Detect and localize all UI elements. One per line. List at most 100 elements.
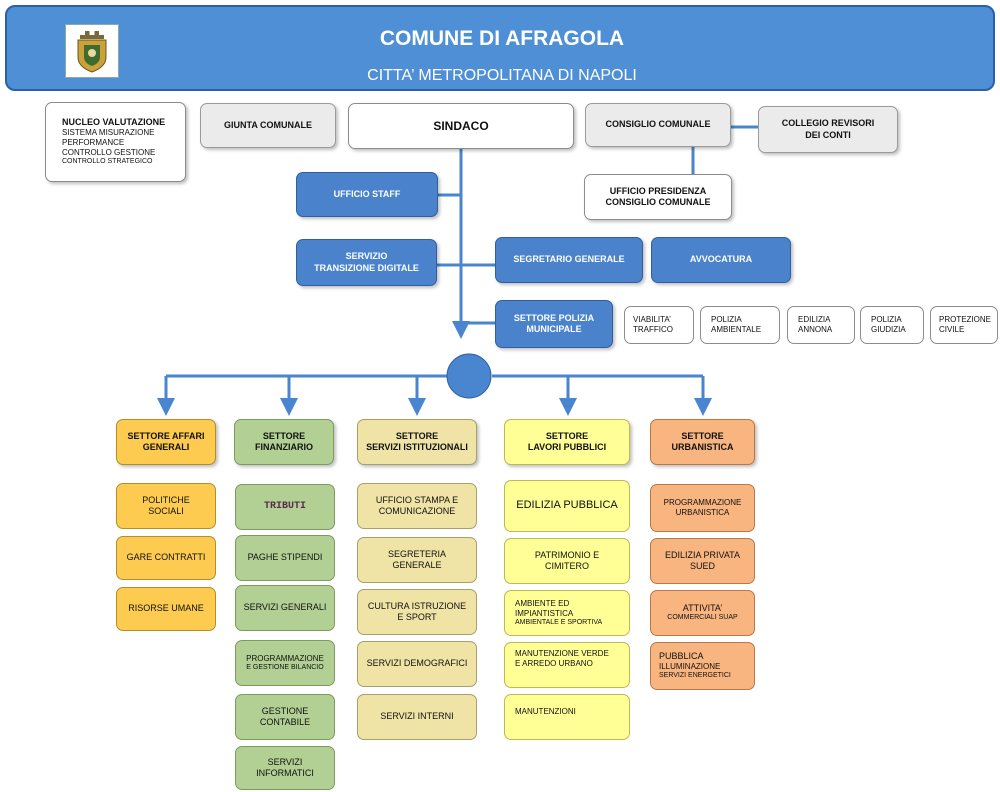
urbanistica-item-programmazione[interactable]: PROGRAMMAZIONE URBANISTICA — [650, 484, 755, 532]
affari-item-gare[interactable]: GARE CONTRATTI — [116, 536, 216, 580]
transizione-line: SERVIZIO — [345, 251, 388, 262]
coat-of-arms-icon — [65, 24, 119, 78]
lavori-item-patrimonio[interactable]: PATRIMONIO E CIMITERO — [504, 538, 630, 584]
collegio-line: DEI CONTI — [805, 129, 851, 140]
item-line: GENERALE — [392, 560, 442, 570]
istituzionali-item-interni[interactable]: SERVIZI INTERNI — [357, 694, 477, 740]
lavori-item-manutenzione-verde[interactable]: MANUTENZIONE VERDE E ARREDO URBANO — [504, 642, 630, 688]
lavori-item-manutenzioni[interactable]: MANUTENZIONI — [504, 694, 630, 740]
consiglio-comunale-box[interactable]: CONSIGLIO COMUNALE — [585, 103, 731, 147]
item-line: URBANISTICA — [675, 508, 730, 517]
item-line: ATTIVITA’ — [682, 603, 723, 613]
istituzionali-item-segreteria[interactable]: SEGRETERIA GENERALE — [357, 537, 477, 583]
item-line: SERVIZI ENERGETICI — [659, 672, 731, 680]
sector-title-line: LAVORI PUBBLICI — [527, 442, 607, 452]
urbanistica-item-edilizia-privata[interactable]: EDILIZIA PRIVATA SUED — [650, 538, 755, 584]
hub-node — [446, 353, 492, 399]
settore-finanziario[interactable]: SETTORE FINANZIARIO — [234, 419, 334, 465]
item-line: SERVIZI INTERNI — [380, 711, 454, 722]
item-line: SERVIZI GENERALI — [243, 602, 327, 613]
affari-item-risorse[interactable]: RISORSE UMANE — [116, 587, 216, 631]
giunta-label: GIUNTA COMUNALE — [224, 119, 312, 130]
header-banner: COMUNE DI AFRAGOLA CITTA’ METROPOLITANA … — [5, 5, 995, 91]
urbanistica-item-illuminazione[interactable]: PUBBLICA ILLUMINAZIONE SERVIZI ENERGETIC… — [650, 642, 755, 690]
avvocatura-label: AVVOCATURA — [689, 254, 753, 265]
finanziario-item-paghe[interactable]: PAGHE STIPENDI — [235, 535, 335, 581]
nucleo-line: PERFORMANCE — [62, 138, 125, 148]
nucleo-valutazione-box[interactable]: NUCLEO VALUTAZIONE SISTEMA MISURAZIONE P… — [45, 102, 186, 182]
consiglio-label: CONSIGLIO COMUNALE — [605, 119, 711, 130]
segretario-generale-box[interactable]: SEGRETARIO GENERALE — [495, 237, 643, 283]
item-line: GESTIONE — [261, 705, 309, 716]
item-line: E ARREDO URBANO — [515, 659, 593, 668]
finanziario-item-servizi-informatici[interactable]: SERVIZI INFORMATICI — [235, 746, 335, 790]
settore-polizia-box[interactable]: SETTORE POLIZIA MUNICIPALE — [495, 300, 613, 348]
page-title: COMUNE DI AFRAGOLA — [379, 27, 625, 50]
polizia-line: SETTORE POLIZIA — [513, 312, 595, 323]
settore-urbanistica[interactable]: SETTORE URBANISTICA — [650, 419, 755, 465]
lavori-item-ambiente[interactable]: AMBIENTE ED IMPIANTISTICA AMBIENTALE E S… — [504, 590, 630, 636]
polizia-unit-protezione[interactable]: PROTEZIONE CIVILE — [930, 306, 998, 344]
transizione-digitale-box[interactable]: SERVIZIO TRANSIZIONE DIGITALE — [296, 239, 437, 286]
sector-title-line: URBANISTICA — [671, 442, 734, 452]
unit-line: POLIZIA — [871, 315, 902, 324]
unit-line: POLIZIA — [711, 315, 742, 324]
sector-title-line: GENERALI — [142, 442, 190, 452]
unit-line: CIVILE — [939, 325, 965, 334]
urbanistica-item-attivita[interactable]: ATTIVITA’ COMMERCIALI SUAP — [650, 590, 755, 636]
collegio-revisori-box[interactable]: COLLEGIO REVISORI DEI CONTI — [758, 106, 898, 153]
page-subtitle: CITTA’ METROPOLITANA DI NAPOLI — [367, 67, 637, 84]
unit-line: GIUDIZIA — [871, 325, 906, 334]
finanziario-item-servizi-generali[interactable]: SERVIZI GENERALI — [235, 585, 335, 631]
ufficio-presidenza-box[interactable]: UFFICIO PRESIDENZA CONSIGLIO COMUNALE — [584, 174, 732, 220]
sindaco-box[interactable]: SINDACO — [348, 103, 574, 149]
sector-title-line: SETTORE — [681, 430, 724, 441]
settore-affari-generali[interactable]: SETTORE AFFARI GENERALI — [116, 419, 216, 465]
sector-title-line: SERVIZI ISTITUZIONALI — [366, 442, 468, 452]
nucleo-line: CONTROLLO STRATEGICO — [62, 158, 153, 166]
sindaco-label: SINDACO — [433, 118, 489, 133]
polizia-line: MUNICIPALE — [526, 324, 582, 334]
nucleo-line: CONTROLLO GESTIONE — [62, 148, 156, 158]
sector-title-line: SETTORE AFFARI — [127, 430, 205, 441]
istituzionali-item-stampa[interactable]: UFFICIO STAMPA E COMUNICAZIONE — [357, 483, 477, 529]
item-line: IMPIANTISTICA — [515, 608, 574, 618]
finanziario-item-programmazione[interactable]: PROGRAMMAZIONE E GESTIONE BILANCIO — [235, 640, 335, 686]
nucleo-line: SISTEMA MISURAZIONE — [62, 128, 155, 138]
lavori-item-edilizia-pubblica[interactable]: EDILIZIA PUBBLICA — [504, 480, 630, 532]
staff-label: UFFICIO STAFF — [333, 188, 401, 199]
item-line: AMBIENTE ED — [515, 598, 570, 608]
item-line: ILLUMINAZIONE — [659, 662, 721, 672]
giunta-comunale-box[interactable]: GIUNTA COMUNALE — [200, 103, 336, 148]
transizione-line: TRANSIZIONE DIGITALE — [314, 262, 419, 273]
sector-title-line: SETTORE — [545, 430, 589, 441]
item-line: COMMERCIALI SUAP — [667, 614, 738, 622]
item-line: CONTABILE — [259, 717, 311, 727]
sector-title-line: FINANZIARIO — [255, 442, 313, 452]
avvocatura-box[interactable]: AVVOCATURA — [651, 237, 791, 283]
polizia-unit-annona[interactable]: EDILIZIA ANNONA — [787, 306, 855, 344]
settore-lavori-pubblici[interactable]: SETTORE LAVORI PUBBLICI — [504, 419, 630, 465]
finanziario-item-tributi[interactable]: TRIBUTI — [235, 484, 335, 530]
presidenza-line: CONSIGLIO COMUNALE — [605, 197, 711, 207]
affari-item-politiche[interactable]: POLITICHE SOCIALI — [116, 483, 216, 529]
item-line: INFORMATICI — [256, 768, 314, 778]
item-line: CIMITERO — [545, 561, 589, 571]
polizia-unit-giudizia[interactable]: POLIZIA GIUDIZIA — [860, 306, 924, 344]
item-line: COMUNICAZIONE — [378, 506, 456, 516]
item-line: E SPORT — [397, 612, 437, 622]
istituzionali-item-demografici[interactable]: SERVIZI DEMOGRAFICI — [357, 641, 477, 687]
item-line: GARE CONTRATTI — [126, 552, 206, 563]
istituzionali-item-cultura[interactable]: CULTURA ISTRUZIONE E SPORT — [357, 589, 477, 635]
polizia-unit-viabilita[interactable]: VIABILITA’ TRAFFICO — [624, 306, 694, 344]
finanziario-item-gestione-contabile[interactable]: GESTIONE CONTABILE — [235, 694, 335, 740]
settore-servizi-istituzionali[interactable]: SETTORE SERVIZI ISTITUZIONALI — [357, 419, 477, 465]
unit-line: TRAFFICO — [633, 325, 673, 334]
polizia-unit-ambientale[interactable]: POLIZIA AMBIENTALE — [700, 306, 780, 344]
nucleo-title: NUCLEO VALUTAZIONE — [62, 117, 166, 127]
ufficio-staff-box[interactable]: UFFICIO STAFF — [296, 172, 438, 217]
item-line: MANUTENZIONI — [515, 707, 576, 716]
sector-title-line: SETTORE — [262, 430, 306, 441]
item-line: SERVIZI — [267, 756, 303, 767]
